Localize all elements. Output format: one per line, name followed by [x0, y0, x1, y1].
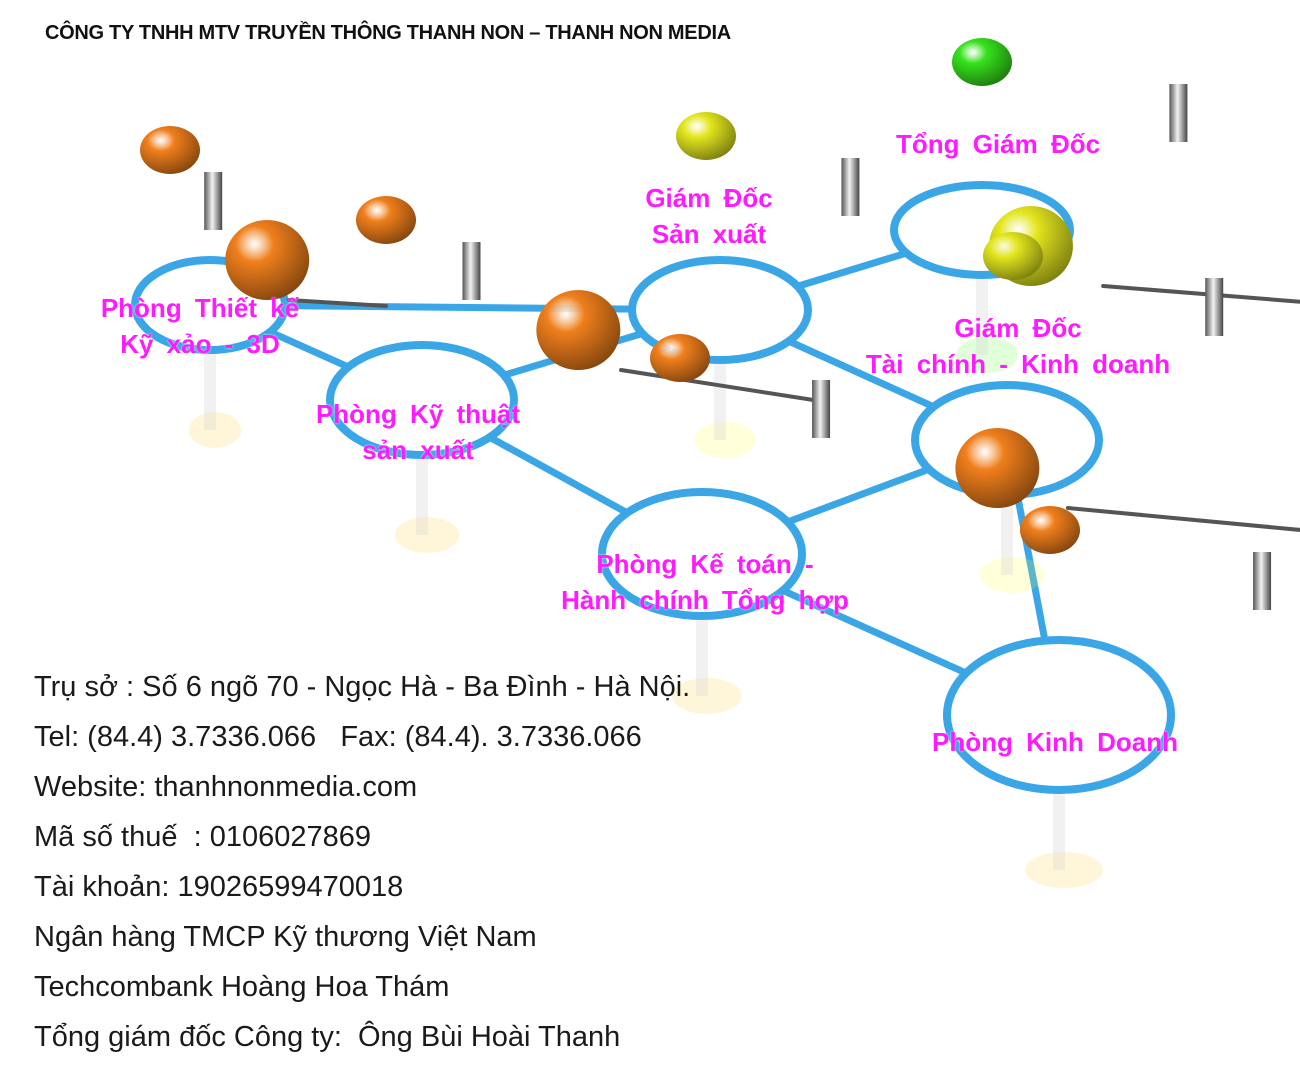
node-label-line: Giám Đốc [954, 313, 1082, 343]
account-text: Tài khoản: 19026599470018 [34, 871, 404, 903]
node-label-phong-thiet-ke: Phòng Thiết kế Kỹ xảo - 3D [101, 290, 299, 362]
pin-head [650, 334, 710, 382]
node-label-line: Kỹ xảo - 3D [120, 329, 280, 359]
pin-reflection [979, 557, 1045, 593]
company-info: Trụ sở : Số 6 ngõ 70 - Ngọc Hà - Ba Đình… [34, 662, 690, 1062]
pin-neck [1205, 278, 1224, 336]
pin-head [676, 112, 736, 160]
pushpin-icon [983, 232, 1224, 336]
pin-neck [812, 380, 831, 438]
pin-reflection [1024, 852, 1104, 888]
node-label-line: Tổng Giám Đốc [895, 129, 1101, 159]
pin-reflection [188, 412, 242, 448]
node-ring [598, 488, 806, 620]
node-label-line: Giám Đốc [645, 183, 773, 213]
node-label-line: sản xuất [362, 435, 474, 465]
bank-branch-text: Techcombank Hoàng Hoa Thám [34, 971, 450, 1003]
pin-head [356, 196, 416, 244]
pin-neck [841, 158, 860, 216]
pushpins [140, 38, 1300, 610]
pin-head [983, 232, 1043, 280]
pin-neck [204, 172, 223, 230]
pin-needle [286, 298, 388, 308]
director-text: Tổng giám đốc Công ty: Ông Bùi Hoài Than… [34, 1021, 621, 1053]
pin-neck [462, 242, 481, 300]
node-label-line: Phòng Kinh Doanh [932, 727, 1178, 757]
pin-reflection [672, 678, 742, 714]
node-ring [943, 636, 1175, 794]
node-ring [326, 341, 518, 459]
node-label-line: Tài chính - Kinh doanh [865, 349, 1171, 379]
node-label-phong-ky-thuat: Phòng Kỹ thuật sản xuất [316, 396, 520, 468]
address-text: Trụ sở : Số 6 ngõ 70 - Ngọc Hà - Ba Đình… [34, 671, 691, 703]
pin-base [225, 220, 310, 300]
node-label-line: Phòng Thiết kế [100, 293, 300, 323]
pin-base [955, 428, 1040, 508]
node-label-line: Hành chính Tổng hợp [561, 585, 849, 615]
company-title: CÔNG TY TNHH MTV TRUYỀN THÔNG THANH NON … [45, 22, 731, 44]
tax-code-text: Mã số thuế : 0106027869 [34, 821, 371, 853]
pin-base [536, 290, 621, 370]
pin-reflection [394, 517, 460, 553]
website-text: Website: thanhnonmedia.com [34, 771, 418, 803]
pushpin-icon [140, 126, 388, 308]
pushpin-icon [1020, 506, 1272, 610]
pin-head [952, 38, 1012, 86]
pushpin-icon [650, 334, 1300, 532]
pin-head [140, 126, 200, 174]
node-label-tong-giam-doc: Tổng Giám Đốc [896, 126, 1100, 162]
pushpin-icon [952, 38, 1188, 142]
node-label-line: Sản xuất [651, 219, 767, 249]
pin-reflection [694, 422, 756, 458]
pin-head [1020, 506, 1080, 554]
phone-fax-text: Tel: (84.4) 3.7336.066 Fax: (84.4). 3.73… [34, 721, 642, 753]
pushpin-icon [356, 196, 816, 402]
node-label-line: Phòng Kế toán - [596, 549, 814, 579]
pin-needle [619, 368, 816, 402]
pin-needle [1065, 506, 1300, 532]
pin-needle [1101, 284, 1300, 304]
pin-neck [1253, 552, 1272, 610]
node-label-phong-ke-toan: Phòng Kế toán - Hành chính Tổng hợp [561, 546, 849, 618]
node-label-line: Phòng Kỹ thuật [315, 399, 521, 429]
pin-reflection [956, 337, 1018, 373]
pin-neck [1169, 84, 1188, 142]
node-label-phong-kinh-doanh: Phòng Kinh Doanh [932, 724, 1178, 760]
bank-text: Ngân hàng TMCP Kỹ thương Việt Nam [34, 921, 537, 953]
